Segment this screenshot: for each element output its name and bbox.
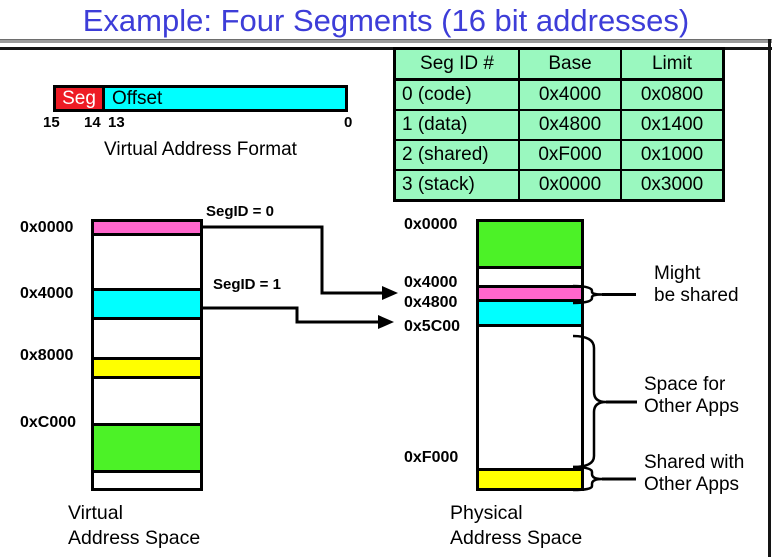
title-rule-gray	[0, 39, 772, 43]
virtual-addr-0xC000: 0xC000	[20, 414, 77, 431]
table-cell: 0x1000	[620, 139, 725, 171]
annotation-line: Other Apps	[644, 396, 740, 417]
virtual-addr-0x8000: 0x8000	[20, 347, 74, 364]
table-row: 0 (code) 0x4000 0x0800	[393, 78, 725, 111]
table-cell: 0xF000	[518, 139, 622, 171]
seg1-arrow-label: SegID = 1	[213, 276, 281, 293]
table-cell: 0x3000	[620, 169, 725, 202]
physical-segment-data	[479, 302, 581, 327]
bit-label-15: 15	[43, 114, 60, 131]
annotation-line: Shared with	[644, 452, 745, 473]
title-rule-black	[0, 47, 772, 50]
table-cell: 1 (data)	[393, 109, 520, 141]
physical-addr-0x0000: 0x0000	[404, 216, 458, 233]
virtual-addr-0x0000: 0x0000	[20, 219, 74, 236]
seg1-arrow-line	[203, 306, 379, 324]
table-row: 2 (shared) 0xF000 0x1000	[393, 139, 725, 171]
physical-address-space-caption: Physical Address Space	[450, 501, 582, 551]
annotation-line: Other Apps	[644, 474, 740, 495]
physical-segment-code	[479, 285, 581, 302]
caption-line: Address Space	[68, 527, 201, 549]
seg-field: Seg	[56, 88, 105, 109]
caption-line: Address Space	[450, 527, 583, 549]
virtual-segment-stack	[94, 423, 200, 473]
caption-line: Virtual	[68, 502, 123, 524]
slide-title: Example: Four Segments (16 bit addresses…	[82, 3, 690, 38]
physical-addr-0xF000: 0xF000	[404, 449, 459, 466]
annotation-line: Might	[654, 263, 701, 284]
virtual-segment-shared	[94, 357, 200, 379]
caption-line: Physical	[450, 502, 523, 524]
virtual-address-space-caption: Virtual Address Space	[68, 501, 200, 551]
segment-table: Seg ID # Base Limit 0 (code) 0x4000 0x08…	[393, 47, 725, 202]
header-base: Base	[518, 47, 622, 81]
virtual-segment-data	[94, 288, 200, 320]
bit-label-0: 0	[344, 114, 353, 131]
seg1-arrowhead-icon	[378, 315, 394, 329]
annotation-shared-with-other-apps: Shared with Other Apps	[644, 452, 744, 496]
bit-label-14: 14	[84, 114, 101, 131]
annotation-line: Space for	[644, 374, 726, 395]
physical-segment-stack	[479, 222, 581, 269]
offset-field: Offset	[105, 88, 345, 109]
physical-addr-0x5C00: 0x5C00	[404, 318, 461, 335]
header-seg-id: Seg ID #	[393, 47, 520, 81]
table-cell: 0x1400	[620, 109, 725, 141]
table-cell: 2 (shared)	[393, 139, 520, 171]
virtual-address-space-box	[91, 219, 203, 491]
header-limit: Limit	[620, 47, 725, 81]
virtual-addr-0x4000: 0x4000	[20, 285, 74, 302]
annotation-might-be-shared: Might be shared	[654, 263, 739, 307]
physical-address-space-box	[476, 219, 584, 491]
bit-label-13: 13	[108, 114, 125, 131]
annotation-space-for-other-apps: Space for Other Apps	[644, 374, 739, 418]
table-row: 1 (data) 0x4800 0x1400	[393, 109, 725, 141]
segment-table-header-row: Seg ID # Base Limit	[393, 47, 725, 81]
slide-right-border	[768, 39, 771, 557]
table-cell: 0x0000	[518, 169, 622, 202]
seg0-arrow-label: SegID = 0	[206, 203, 274, 220]
annotation-line: be shared	[654, 285, 739, 306]
physical-addr-0x4800: 0x4800	[404, 294, 458, 311]
physical-addr-0x4000: 0x4000	[404, 274, 458, 291]
table-row: 3 (stack) 0x0000 0x3000	[393, 169, 725, 202]
physical-segment-shared	[479, 468, 581, 488]
table-cell: 0x4800	[518, 109, 622, 141]
table-cell: 0 (code)	[393, 78, 520, 111]
virtual-segment-code	[94, 222, 200, 236]
table-cell: 0x4000	[518, 78, 622, 111]
virtual-address-format-bar: Seg Offset	[53, 85, 348, 112]
table-cell: 3 (stack)	[393, 169, 520, 202]
table-cell: 0x0800	[620, 78, 725, 111]
virtual-address-format-caption: Virtual Address Format	[104, 139, 297, 160]
seg0-arrowhead-icon	[382, 286, 398, 300]
